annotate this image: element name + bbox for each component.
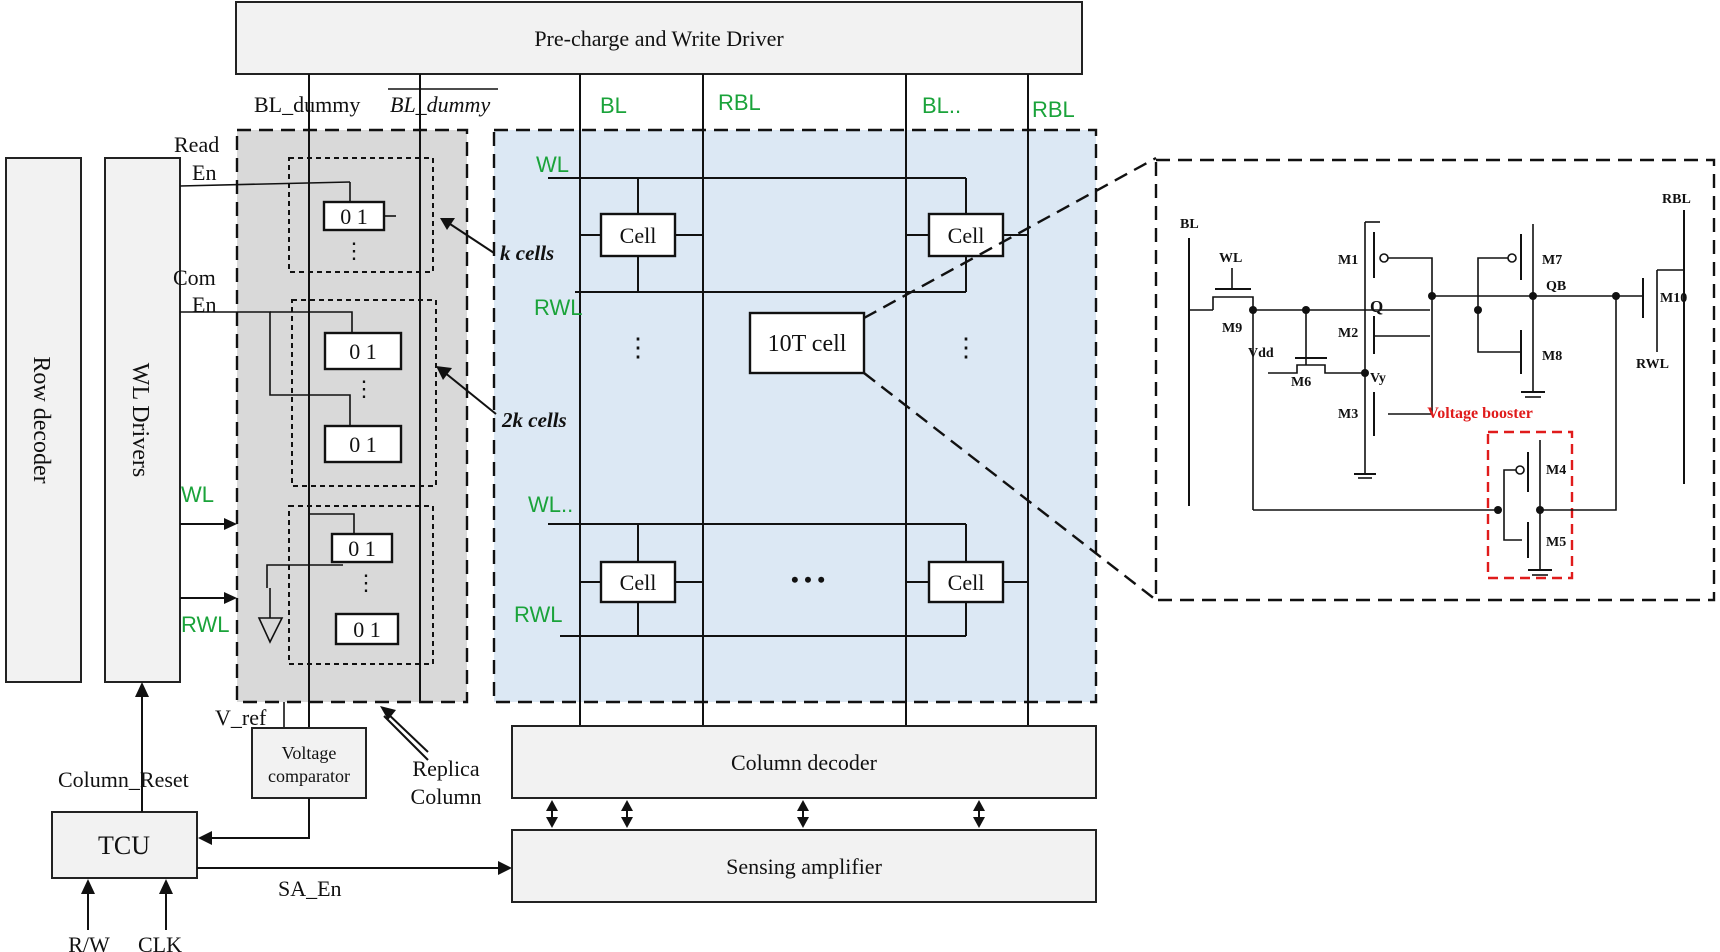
rwl-bottom-label: RWL — [514, 602, 563, 627]
row-decoder-block — [5, 157, 82, 683]
cell-bottom-right — [927, 560, 1005, 604]
replica-label-1: Replica — [412, 756, 479, 781]
cell-top-left — [599, 212, 677, 258]
cell-bottom-right-label: Cell — [948, 570, 985, 595]
cell-top-left-label: Cell — [620, 223, 657, 248]
dummy-cell-3-label: 0 1 — [349, 432, 377, 457]
voltage-comparator-label-2: comparator — [268, 766, 350, 786]
rw-label: R/W — [68, 932, 110, 952]
tcu-label: TCU — [98, 831, 150, 860]
wl-bottom-label: WL.. — [528, 492, 573, 517]
k-cells-label: k cells — [500, 241, 554, 265]
sch-qb-label: QB — [1546, 279, 1566, 294]
wl-left-label: WL — [181, 482, 214, 507]
dummy-cell-4 — [330, 532, 394, 564]
wl-top-label: WL — [536, 152, 569, 177]
voltage-booster-label: Voltage booster — [1427, 405, 1533, 422]
precharge-block — [235, 1, 1083, 75]
sch-rwl-label: RWL — [1636, 357, 1669, 372]
dummy-cell-2-label: 0 1 — [349, 339, 377, 364]
svg-text:⋮: ⋮ — [953, 333, 979, 362]
replica-cells-box — [288, 505, 434, 665]
dummy-cell-5-label: 0 1 — [353, 617, 381, 642]
bl-dummy-bar-label: BL_dummy — [390, 92, 490, 117]
sch-m10-label: M10 — [1660, 291, 1687, 306]
sch-m9-label: M9 — [1222, 321, 1242, 336]
rbl2-label: RBL — [1032, 97, 1075, 122]
sch-vdd-label: Vdd — [1248, 346, 1274, 361]
dummy-cell-4-label: 0 1 — [348, 536, 376, 561]
voltage-comparator-block — [251, 727, 367, 799]
rwl-top-label: RWL — [534, 295, 583, 320]
schematic-region — [1154, 158, 1716, 602]
sch-vy-label: Vy — [1370, 371, 1386, 386]
svg-text:⋮: ⋮ — [353, 376, 375, 401]
ten-t-cell-label: 10T cell — [768, 331, 847, 357]
com-en-label-2: En — [192, 292, 216, 317]
bl-label: BL — [600, 93, 627, 118]
k-cells-box — [288, 157, 434, 273]
dummy-cell-1-label: 0 1 — [340, 204, 368, 229]
voltage-comparator-label-1: Voltage — [282, 743, 337, 763]
sch-m7-label: M7 — [1542, 253, 1562, 268]
read-en-label-2: En — [192, 160, 216, 185]
horizontal-dots: • • • — [791, 567, 825, 592]
dummy-cell-2 — [323, 331, 403, 371]
rwl-left-label: RWL — [181, 612, 230, 637]
column-reset-label: Column_Reset — [58, 767, 189, 792]
sa-en-label: SA_En — [278, 876, 342, 901]
sch-m4-label: M4 — [1546, 463, 1566, 478]
sch-m8-label: M8 — [1542, 349, 1562, 364]
sch-m3-label: M3 — [1338, 407, 1358, 422]
column-decoder-block — [511, 725, 1097, 799]
sch-m1-label: M1 — [1338, 253, 1358, 268]
tcu-block — [51, 811, 198, 879]
sensing-amplifier-block — [511, 829, 1097, 903]
replica-label-2: Column — [411, 784, 482, 809]
bl2-label: BL.. — [922, 93, 961, 118]
sch-bl-label: BL — [1180, 217, 1199, 232]
cell-top-right-label: Cell — [948, 223, 985, 248]
dummy-cell-3 — [323, 424, 403, 464]
rbl-label: RBL — [718, 90, 761, 115]
row-decoder-label: Row decoder — [28, 356, 54, 483]
read-en-label-1: Read — [174, 132, 219, 157]
2k-cells-label: 2k cells — [501, 408, 567, 432]
bl-dummy-label: BL_dummy — [254, 92, 360, 117]
cell-bottom-left-label: Cell — [620, 570, 657, 595]
precharge-label: Pre-charge and Write Driver — [534, 26, 784, 51]
sch-q-label: Q — [1370, 297, 1383, 316]
com-en-label-1: Com — [173, 265, 216, 290]
wl-drivers-label: WL Drivers — [127, 363, 153, 477]
svg-text:⋮: ⋮ — [625, 333, 651, 362]
sensing-amplifier-label: Sensing amplifier — [726, 854, 882, 879]
dummy-cell-5 — [334, 612, 400, 646]
wl-drivers-block — [104, 157, 181, 683]
clk-label: CLK — [138, 932, 182, 952]
svg-text:⋮: ⋮ — [343, 238, 365, 263]
cell-array-region — [492, 128, 1098, 704]
ten-t-cell-box — [748, 311, 866, 375]
sch-m6-label: M6 — [1291, 375, 1311, 390]
sch-m2-label: M2 — [1338, 326, 1358, 341]
2k-cells-box — [291, 299, 437, 487]
dummy-cell-1 — [322, 200, 386, 232]
sch-m5-label: M5 — [1546, 535, 1566, 550]
v-ref-label: V_ref — [215, 705, 267, 730]
svg-text:⋮: ⋮ — [355, 570, 377, 595]
sch-rbl-label: RBL — [1662, 192, 1691, 207]
voltage-booster-box — [1486, 430, 1574, 580]
column-decoder-label: Column decoder — [731, 750, 878, 775]
bidir-arrows — [546, 800, 985, 828]
sch-wl-label: WL — [1219, 251, 1242, 266]
